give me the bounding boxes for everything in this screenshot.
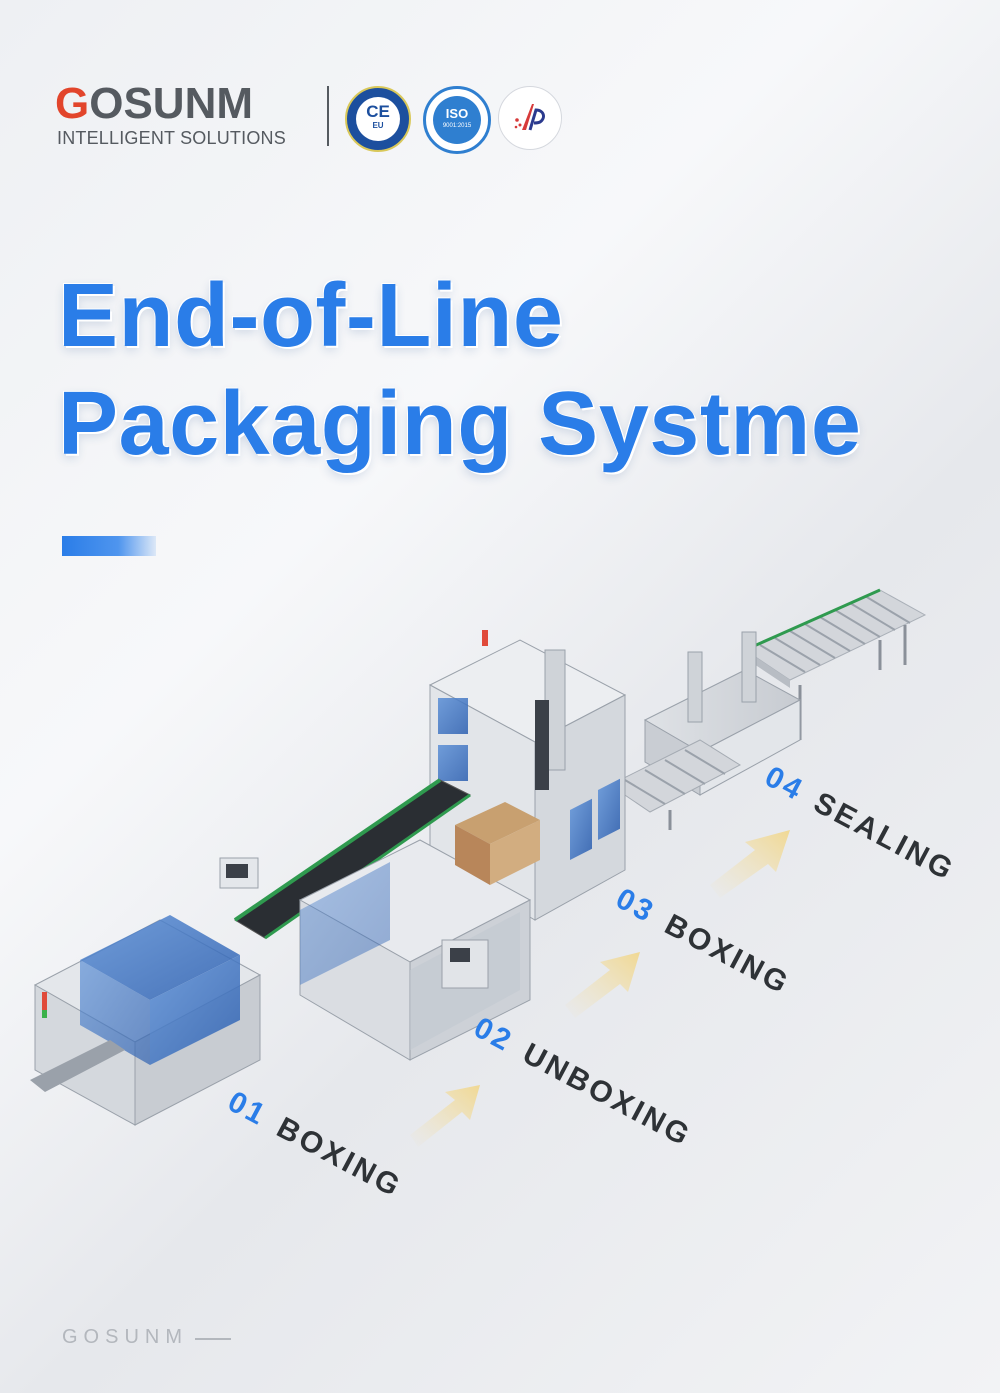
brand-name: GOSUNM [55, 79, 254, 128]
transfer-conveyor-right [609, 739, 742, 830]
title-accent-bar [62, 536, 156, 556]
header-divider [327, 86, 329, 146]
arrow-up-right-icon [410, 830, 790, 1147]
packaging-line-illustration [30, 588, 927, 1147]
footer-brand: GOSUNM [62, 1326, 188, 1348]
cartoning-machine [30, 915, 262, 1126]
brand-tagline: INTELLIGENT SOLUTIONS [57, 128, 286, 148]
unboxing-machine [298, 802, 540, 1061]
footer-divider [195, 1338, 231, 1340]
page-title: End-of-Line Packaging Systme [58, 266, 862, 474]
brand-logo: GOSUNM INTELLIGENT SOLUTIONS [55, 82, 325, 152]
ip-mark-icon [498, 86, 562, 150]
